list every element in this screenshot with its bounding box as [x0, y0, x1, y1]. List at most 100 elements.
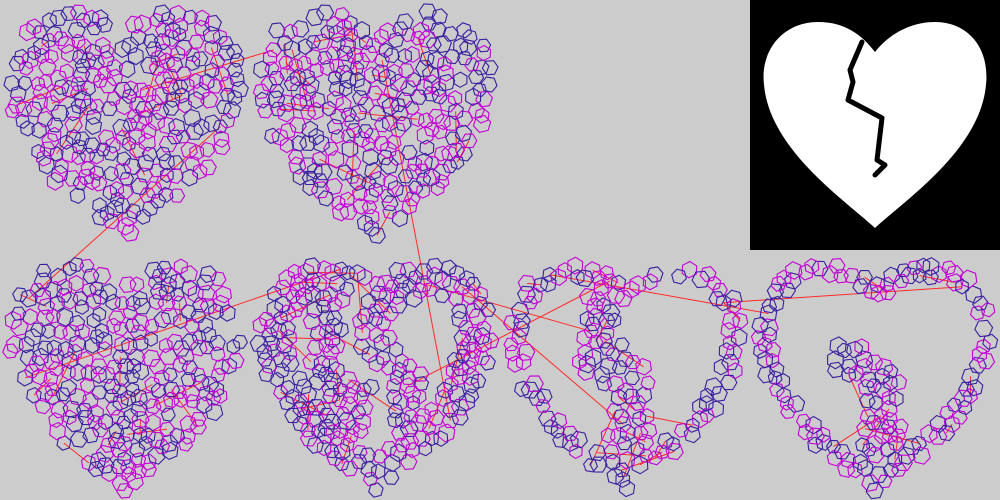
- hexagon-cell-icon: [759, 318, 779, 337]
- reference-crack-line: [845, 39, 888, 178]
- hexagon-cell-icon: [879, 276, 895, 293]
- hexagon-cell-icon: [776, 387, 792, 404]
- hexagon-cell-icon: [929, 414, 948, 434]
- heart-6: [750, 256, 999, 500]
- hexagon-cell-icon: [969, 305, 986, 321]
- hexagon-cell-icon: [883, 363, 899, 380]
- reference-heart-shape: [763, 22, 987, 228]
- hexagon-cell-icon: [962, 388, 978, 404]
- hexagon-cell-icon: [937, 424, 956, 442]
- hexagon-cell-icon: [868, 395, 883, 411]
- hexagon-cell-icon: [873, 427, 891, 445]
- hexagon-cell-icon: [889, 390, 904, 408]
- panel-link: [723, 286, 963, 304]
- hexagon-cell-icon: [767, 370, 783, 386]
- hexagon-cell-icon: [902, 437, 922, 456]
- hexagon-cell-icon: [945, 264, 964, 283]
- hexagon-cell-icon: [952, 409, 968, 425]
- hexagon-cell-icon: [762, 326, 778, 344]
- hexagon-cell-icon: [764, 341, 782, 359]
- hexagon-cell-icon: [916, 257, 931, 274]
- hexagon-cell-icon: [941, 260, 957, 276]
- hexagon-cell-icon: [897, 446, 916, 465]
- reference-image-panel: [750, 0, 1000, 250]
- hexagon-cell-icon: [805, 427, 825, 445]
- hexagon-cell-icon: [861, 474, 880, 492]
- hexagon-cell-icon: [900, 266, 919, 285]
- hexagon-cell-icon: [893, 273, 910, 289]
- hexagon-cell-icon: [783, 272, 802, 290]
- hexagon-cell-icon: [874, 357, 894, 377]
- hexagon-cell-icon: [855, 437, 871, 453]
- hexagon-cell-icon: [797, 423, 814, 441]
- hexagon-cell-icon: [971, 345, 987, 364]
- hexagon-cell-icon: [784, 261, 803, 280]
- hexagon-cell-icon: [826, 361, 845, 379]
- hexagon-cell-icon: [883, 266, 901, 285]
- hexagon-cell-icon: [922, 256, 940, 277]
- cell-link: [919, 275, 956, 283]
- hexagon-cell-icon: [890, 373, 908, 391]
- hexagon-cell-icon: [769, 361, 785, 378]
- hexagon-cell-icon: [982, 333, 999, 350]
- hexagon-cell-icon: [821, 265, 839, 284]
- hexagon-cell-icon: [861, 442, 877, 458]
- cell-link: [865, 428, 920, 444]
- broken-heart-icon: [763, 22, 987, 228]
- hexagon-cell-icon: [980, 302, 996, 318]
- cell-link: [864, 276, 889, 294]
- hexagon-cell-icon: [930, 265, 947, 284]
- hexagon-cell-icon: [891, 462, 907, 477]
- hexagon-cell-icon: [780, 404, 797, 419]
- hexagon-cell-icon: [912, 446, 931, 465]
- hexagon-cell-icon: [894, 454, 913, 472]
- hexagon-cell-icon: [955, 278, 969, 295]
- hexagon-cell-icon: [857, 378, 876, 397]
- hexagon-cell-icon: [882, 411, 899, 428]
- hexagon-cell-icon: [770, 275, 787, 292]
- hexagon-cell-icon: [959, 269, 978, 289]
- hexagon-cell-icon: [957, 399, 973, 416]
- hexagon-cell-icon: [856, 419, 875, 438]
- hexagon-cell-icon: [841, 366, 857, 383]
- hexagon-cell-icon: [845, 340, 864, 359]
- hexagon-cell-icon: [852, 278, 870, 295]
- hexagon-cell-icon: [953, 389, 973, 407]
- hexagon-cell-icon: [874, 408, 888, 424]
- hexagon-cell-icon: [847, 461, 863, 479]
- hexagon-cell-icon: [856, 269, 874, 285]
- hexagon-cell-icon: [968, 356, 987, 374]
- hexagon-cell-icon: [769, 295, 785, 312]
- hexagon-cell-icon: [972, 295, 989, 311]
- hexagon-cell-icon: [795, 413, 812, 428]
- hexagon-cell-icon: [787, 394, 806, 414]
- hexagon-cell-icon: [964, 285, 983, 304]
- hexagon-cell-icon: [854, 350, 874, 369]
- hexagon-cell-icon: [816, 426, 831, 443]
- hexagon-cell-icon: [766, 283, 785, 300]
- hexagon-cell-icon: [946, 273, 965, 292]
- hexagon-cell-icon: [869, 466, 889, 483]
- hexagon-cell-icon: [751, 316, 769, 334]
- heart-cell-drawing: [0, 0, 750, 500]
- hexagon-cell-icon: [859, 408, 877, 425]
- hexagon-cell-icon: [881, 389, 896, 406]
- hexagon-cell-icon: [854, 338, 870, 356]
- cell-link: [945, 423, 953, 434]
- hexagon-cell-icon: [881, 426, 899, 444]
- hexagon-cell-icon: [922, 269, 939, 286]
- hexagon-cell-icon: [879, 441, 895, 458]
- hexagon-cell-icon: [975, 338, 991, 355]
- hexagon-cell-icon: [862, 283, 880, 300]
- hexagon-cell-icon: [928, 428, 948, 445]
- hexagon-cell-icon: [804, 258, 820, 275]
- hexagon-cell-icon: [826, 449, 843, 467]
- hexagon-cell-icon: [892, 418, 909, 435]
- cell-link: [833, 415, 882, 448]
- hexagon-cell-icon: [939, 405, 955, 420]
- hexagon-cell-icon: [827, 350, 844, 370]
- hexagon-cell-icon: [976, 352, 996, 370]
- hexagon-cell-icon: [870, 284, 887, 303]
- hexagon-cell-icon: [877, 474, 893, 489]
- hexagon-cell-icon: [753, 343, 768, 359]
